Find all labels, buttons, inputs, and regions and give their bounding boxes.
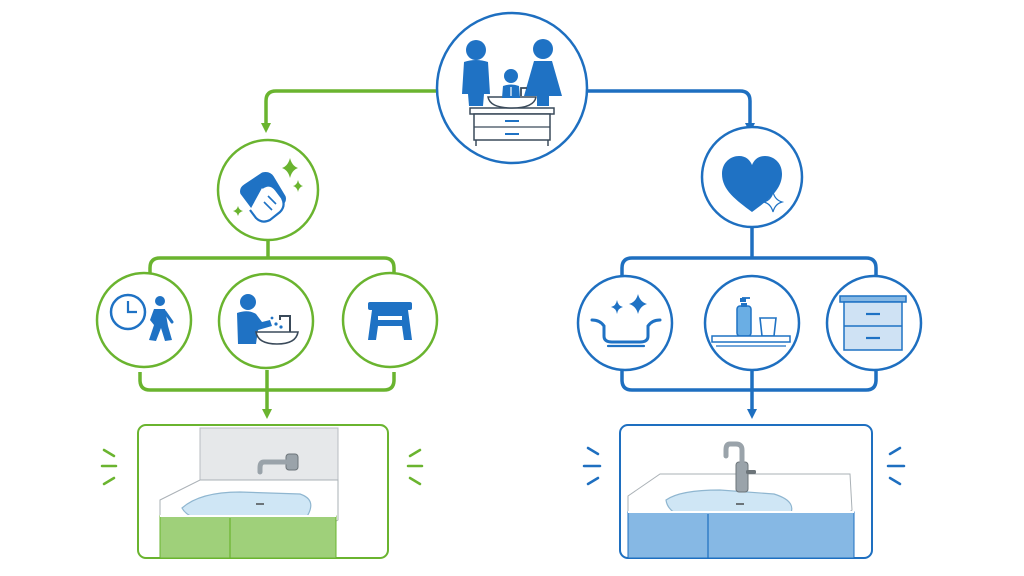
- green-option-step-stool: [341, 271, 439, 369]
- connector-blue-join: [620, 366, 878, 392]
- blue-option-soap-shelf: [703, 274, 801, 372]
- emphasis-marks-left: [582, 446, 602, 486]
- drawer-cabinet-icon: [839, 295, 907, 351]
- blue-hub-node: [700, 125, 804, 229]
- soap-and-cup-shelf-icon: [711, 297, 791, 347]
- green-option-child-washing: [217, 272, 315, 370]
- child-washing-hands-icon: [237, 294, 299, 345]
- green-option-clock-person: [95, 271, 193, 369]
- connector-root-to-blue-hub: [584, 89, 755, 133]
- clean-basin-sparkle-icon: [590, 294, 662, 348]
- clock-walking-person-icon: [109, 293, 174, 341]
- connectors: [138, 89, 878, 419]
- cleaning-hand-sparkle-icon: [233, 158, 303, 223]
- blue-option-clean-basin: [576, 274, 674, 372]
- step-stool-icon: [368, 302, 412, 340]
- emphasis-marks-left: [100, 448, 118, 486]
- blue-option-drawer-cabinet: [825, 274, 923, 372]
- green-result-panel: [100, 424, 424, 559]
- connector-green-split: [148, 256, 396, 274]
- connector-blue-split: [620, 256, 878, 286]
- emphasis-marks-right: [886, 446, 906, 486]
- root-node: [435, 11, 589, 165]
- heart-sparkle-icon: [722, 156, 785, 213]
- connector-root-to-green-hub: [261, 89, 440, 133]
- green-hub-node: [216, 138, 320, 242]
- blue-result-panel: [582, 424, 906, 559]
- emphasis-marks-right: [406, 448, 424, 486]
- deck-mounted-faucet-sink-icon: [627, 441, 855, 559]
- wall-mounted-faucet-sink-icon: [159, 427, 339, 559]
- family-at-sink-icon: [462, 39, 562, 146]
